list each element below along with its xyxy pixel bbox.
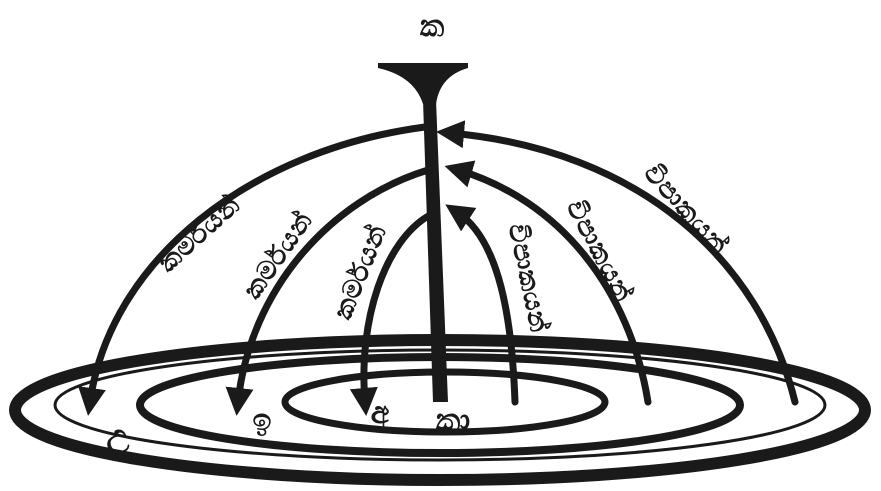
- top-label: ක: [420, 9, 445, 44]
- ascending-label-outer: විපාකයන්: [638, 158, 735, 261]
- inner-ring-label: අ: [371, 396, 390, 433]
- center-label: කා: [436, 403, 470, 438]
- funnel-top: [378, 63, 468, 104]
- outer-ring-label: උ: [107, 418, 130, 454]
- descending-label-outer: කර්මයන්: [153, 189, 247, 278]
- middle-ring-label: ඉ: [253, 403, 272, 438]
- ascending-label-middle: විපාකයන්: [560, 195, 639, 307]
